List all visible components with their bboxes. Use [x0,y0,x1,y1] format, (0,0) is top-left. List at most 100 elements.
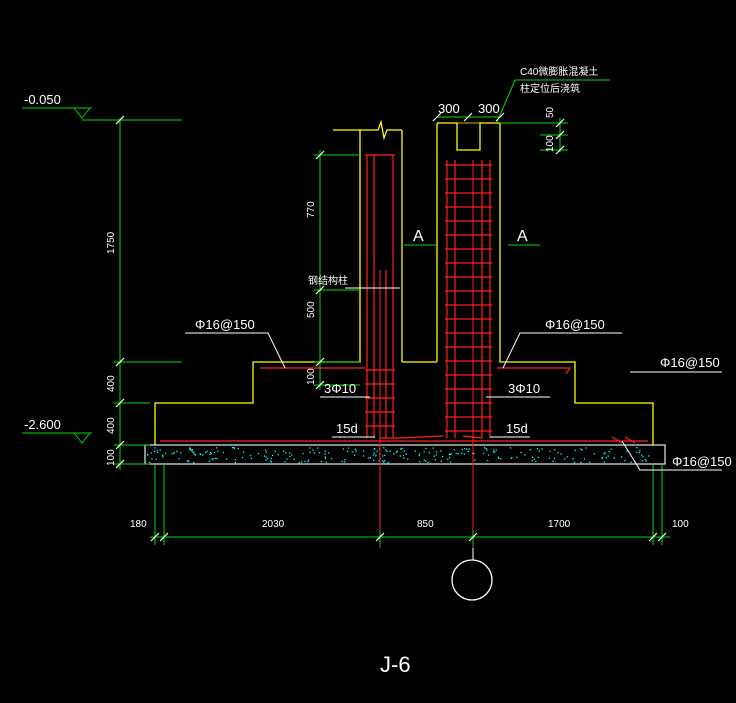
slab-dot [474,459,476,461]
slab-dot [309,451,311,453]
slab-dot [347,447,350,449]
slab-dot [321,461,323,463]
slab-dot [344,458,346,461]
slab-dot [191,449,194,451]
slab-dot [210,452,213,455]
foundation-outline [154,119,654,445]
slab-dot [324,457,327,459]
slab-dot [495,449,497,451]
slab-dot [463,453,466,455]
slab-dot [500,458,502,460]
section-mark-right: A [517,228,528,245]
dim-col-left: 300 [438,101,460,116]
slab-dot [193,452,195,454]
slab-dot [455,452,457,455]
slab-dot [189,448,191,450]
dim-bedding: 100 [106,449,117,466]
slab-dot [449,454,451,456]
dim-tick [468,532,478,542]
slab-dot [468,448,470,450]
section-mark-left: A [413,228,424,245]
slab-dot [342,448,345,450]
slab-dot [414,450,416,452]
dim-tick [555,145,565,155]
slab-dot [293,458,295,460]
concrete-note-line1: C40微膨胀混凝土 [520,65,598,78]
slab-dot [302,452,304,455]
slab-dot [150,452,152,454]
slab-dot [213,451,216,454]
slab-dot [564,458,566,460]
slab-dot [440,450,442,452]
slab-dot [148,461,151,463]
axis-bubble [451,559,493,601]
slab-dot [178,458,180,460]
slab-dot [487,460,489,462]
dim-tick [315,357,325,367]
slab-dot [486,449,488,451]
slab-dot [607,455,609,457]
slab-dot [383,447,385,449]
dimension-ticks [115,112,667,542]
slab-dot [641,460,644,462]
rebar-label-top-left: Φ16@150 [195,317,255,332]
slab-dot [603,453,605,455]
slab-dot [231,447,234,449]
slab-dot [214,457,217,459]
dimension-lines [22,79,670,545]
slab-dot [554,449,556,451]
dim-top-right-a: 50 [545,106,556,118]
slab-dot [194,454,196,456]
dim-tick [115,440,125,450]
dim-right-cover: 100 [672,519,689,530]
steel-column-label: 钢结构柱 [308,274,348,287]
slab-dot [206,450,208,452]
slab-dot [516,456,518,458]
slab-dot [552,460,554,462]
slab-dot [580,448,582,450]
slab-dot [355,450,357,452]
slab-dot [485,448,487,450]
slab-dot [362,455,365,457]
dim-tick [159,532,169,542]
slab-dot [270,457,272,460]
slab-dot [509,447,512,449]
slab-dot [484,447,486,449]
slab-dot [226,458,228,460]
rebar-label-far-right-bottom: Φ16@150 [672,454,732,469]
slab-dot [233,447,235,449]
slab-dot [269,460,272,462]
stirrup-label-left: 3Φ10 [324,381,356,396]
dim-tick [115,115,125,125]
slab-dot [154,447,156,449]
slab-dot [447,458,449,460]
slab-dot [233,447,236,449]
slab-dot [265,459,267,461]
slab-dot [374,448,376,450]
slab-dot [375,455,377,457]
slab-dot [156,449,158,451]
slab-dot [442,455,444,458]
slab-dot [307,459,310,461]
slab-dot [265,451,267,453]
slab-dot [328,452,330,454]
slab-dot [405,453,407,455]
slab-dot [159,449,161,451]
slab-dot [635,451,638,453]
slab-dot [471,452,473,454]
dim-seg-upper: 770 [306,201,317,218]
dim-tick [150,532,160,542]
slab-dot [372,454,374,456]
slab-dot [402,455,405,457]
slab-dot [620,456,623,458]
slab-dot [209,453,211,455]
slab-dot [482,452,485,455]
slab-dot [604,452,606,454]
dim-tick [495,112,505,122]
dim-tick [375,532,385,542]
slab-dot [461,452,463,455]
slab-dot [583,458,586,460]
slab-dot [373,452,375,454]
slab-dot [533,458,535,460]
